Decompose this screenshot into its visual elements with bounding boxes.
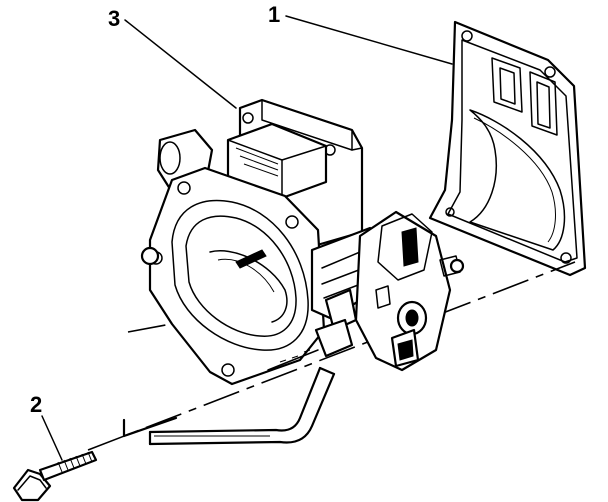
- callout-2-label: 2: [30, 392, 42, 417]
- callout-2-leader: [41, 415, 63, 461]
- coolant-tube: [122, 366, 336, 446]
- callout-3-leader: [124, 19, 237, 109]
- throttle-position-sensor: [354, 210, 465, 372]
- callout-1-label: 1: [268, 2, 280, 27]
- bolt-centerline: [87, 261, 576, 451]
- gasket: [428, 20, 587, 277]
- throttle-body: [140, 98, 380, 386]
- callout-3-label: 3: [108, 6, 120, 31]
- bolt: [12, 450, 98, 502]
- callout-1-leader: [285, 15, 453, 65]
